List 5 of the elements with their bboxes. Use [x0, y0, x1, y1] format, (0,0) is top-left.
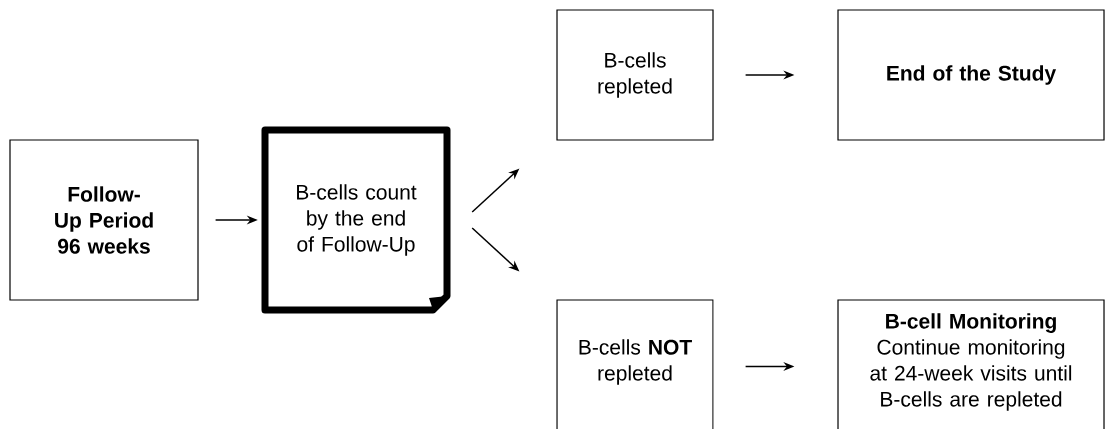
- result-box: B-cells repleted: [556, 9, 714, 141]
- result-box: End of the Study: [837, 9, 1105, 141]
- process-box: Follow-Up Period 96 weeks: [9, 139, 199, 301]
- monitoring-box: B-cell Monitoring Continue monitoring at 24-week visits until B-cells are repleted: [837, 299, 1105, 429]
- result-box: B-cells NOT repleted: [556, 299, 714, 429]
